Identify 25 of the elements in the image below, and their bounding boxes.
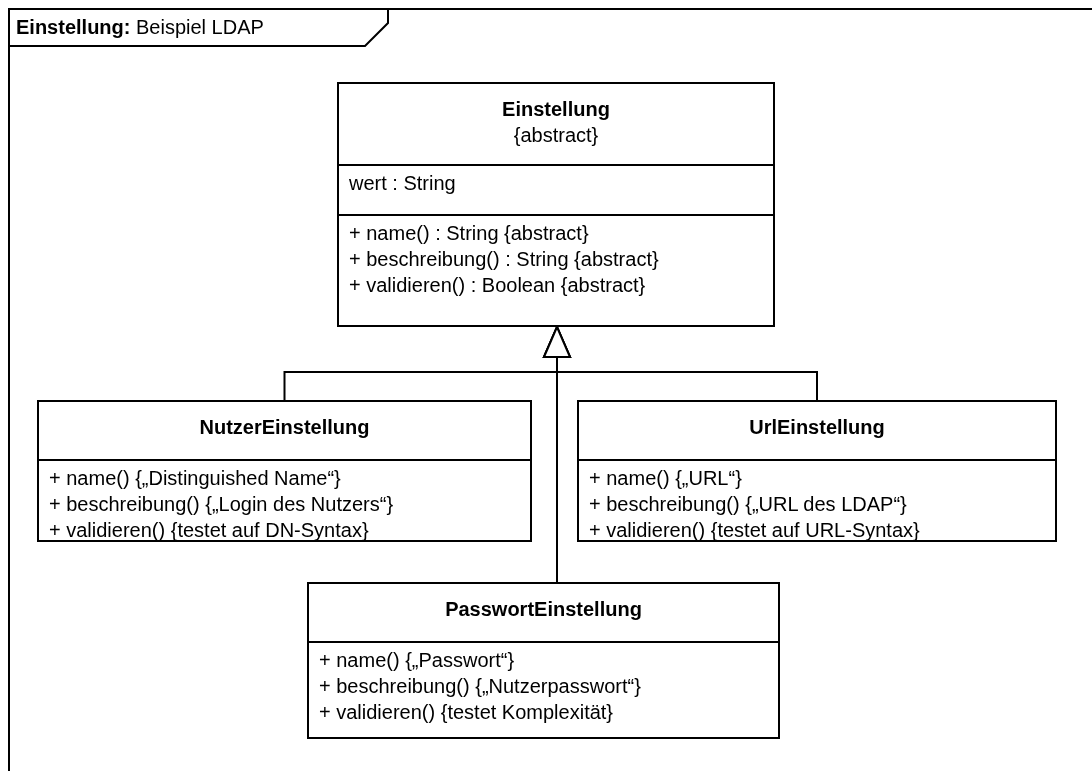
class-operation: + beschreibung() {„Nutzerpasswort“}	[319, 674, 642, 699]
class-box	[577, 400, 1057, 542]
class-operation: + beschreibung() {„URL des LDAP“}	[589, 492, 908, 517]
frame-title: Einstellung: Beispiel LDAP	[16, 15, 264, 40]
class-name: Einstellung	[501, 97, 611, 122]
uml-frame	[8, 8, 1092, 771]
class-operation: + name() {„Passwort“}	[319, 648, 516, 673]
class-operation: + beschreibung() {„Login des Nutzers“}	[49, 492, 395, 517]
class-stereotype: {abstract}	[512, 123, 600, 148]
generalization-arrow	[543, 326, 571, 583]
class-box	[37, 400, 532, 542]
class-operation: + name() {„Distinguished Name“}	[49, 466, 342, 491]
class-name: UrlEinstellung	[748, 415, 886, 440]
class-operation: + validieren() {testet auf URL-Syntax}	[589, 518, 921, 543]
class-operation: + name() {„URL“}	[589, 466, 743, 491]
class-name: NutzerEinstellung	[198, 415, 371, 440]
class-operation: + validieren() {testet auf DN-Syntax}	[49, 518, 370, 543]
class-box	[337, 82, 775, 327]
class-operation: + name() : String {abstract}	[349, 221, 590, 246]
class-operation: + beschreibung() : String {abstract}	[349, 247, 660, 272]
class-box	[307, 582, 780, 739]
class-operation: + validieren() {testet Komplexität}	[319, 700, 615, 725]
class-attribute: wert : String	[349, 171, 457, 196]
class-name: PasswortEinstellung	[444, 597, 643, 622]
class-operation: + validieren() : Boolean {abstract}	[349, 273, 647, 298]
